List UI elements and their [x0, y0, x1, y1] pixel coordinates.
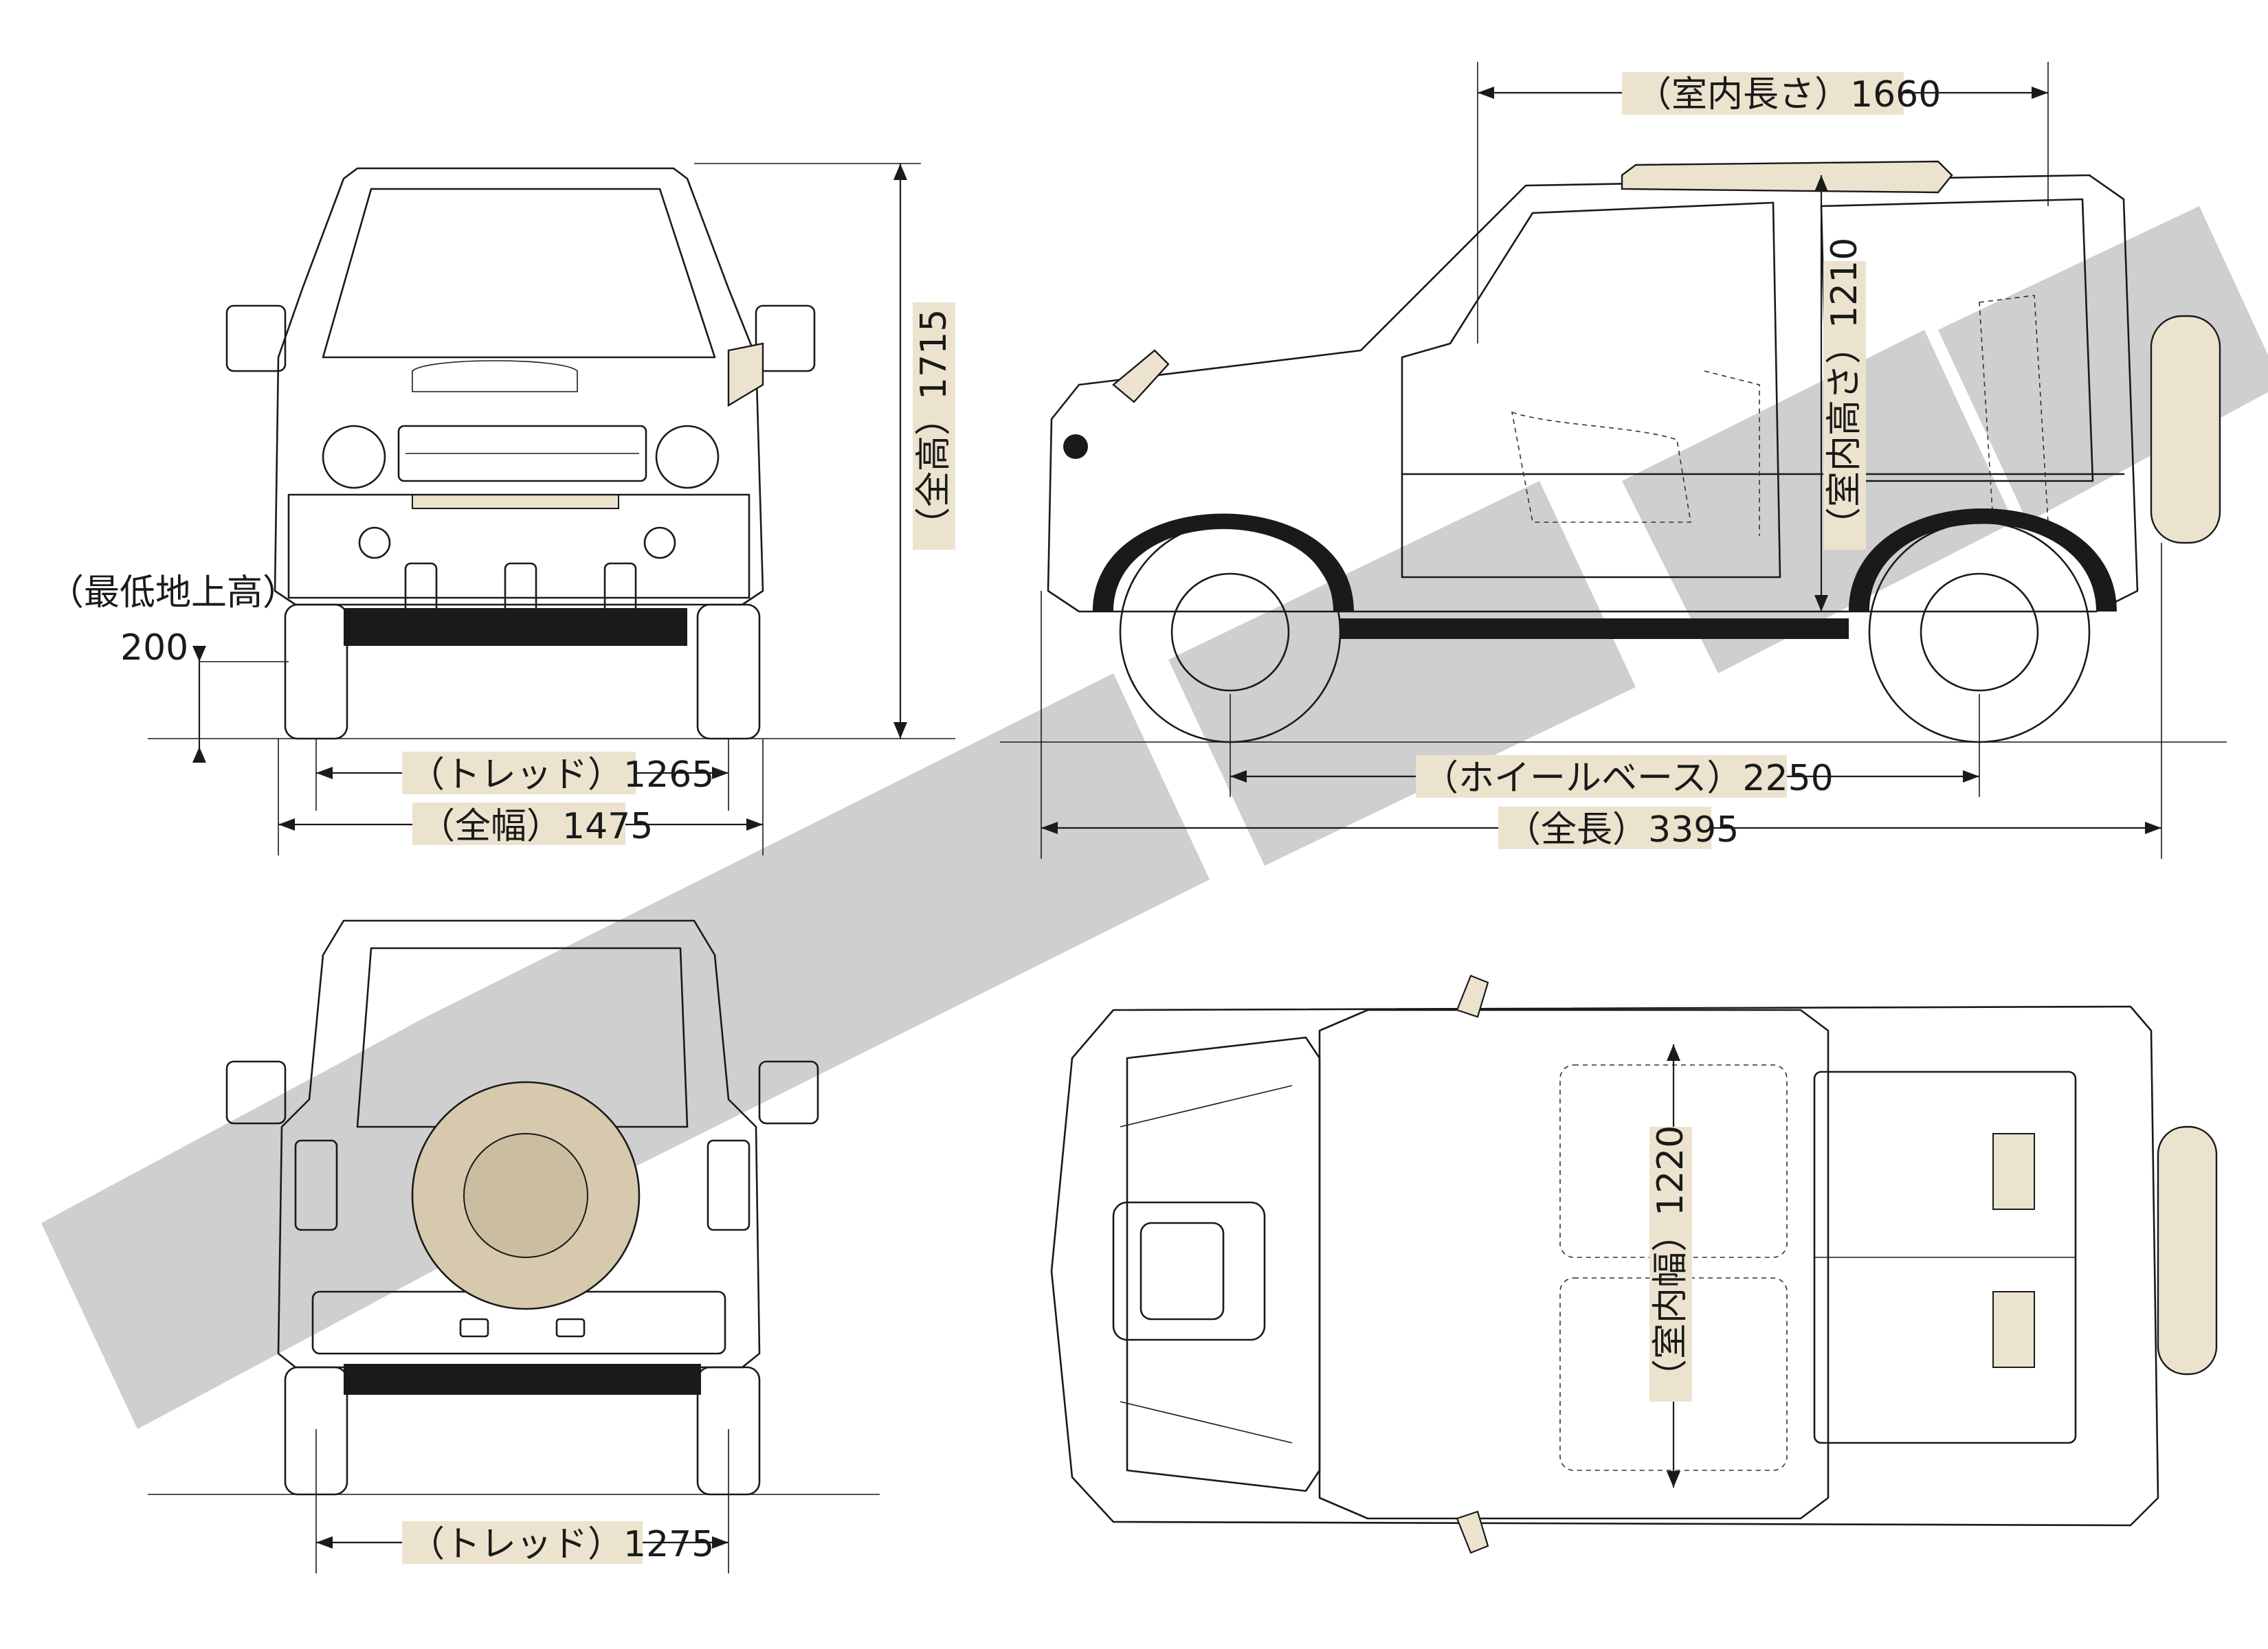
rear-view [225, 919, 819, 1496]
dimension-labels: （室内長さ）1660 （全高）1715 （室内高さ）1210 （最低地上高） 2… [48, 72, 1941, 1565]
interior-length-label: （室内長さ）1660 [1636, 74, 1941, 115]
interior-height-label: （室内高さ）1210 [1824, 238, 1865, 543]
watermark [41, 206, 2268, 1429]
wheelbase-label: （ホイールベース）2250 [1423, 758, 1834, 799]
front-view [225, 167, 816, 740]
ground-clearance-label: （最低地上高） [48, 572, 298, 614]
ground-clearance-value: 200 [120, 627, 188, 669]
front-tread-label: （トレッド）1265 [409, 754, 714, 796]
rear-tread-label: （トレッド）1275 [409, 1524, 714, 1565]
overall-height-label: （全高）1715 [913, 309, 955, 543]
side-view [1047, 160, 2221, 743]
front-view-dimensions [148, 163, 955, 855]
overall-length-label: （全長）3395 [1505, 809, 1739, 851]
interior-width-label: （室内幅）1220 [1650, 1125, 1691, 1395]
top-view [1050, 974, 2218, 1554]
overall-width-label: （全幅）1475 [419, 806, 653, 847]
